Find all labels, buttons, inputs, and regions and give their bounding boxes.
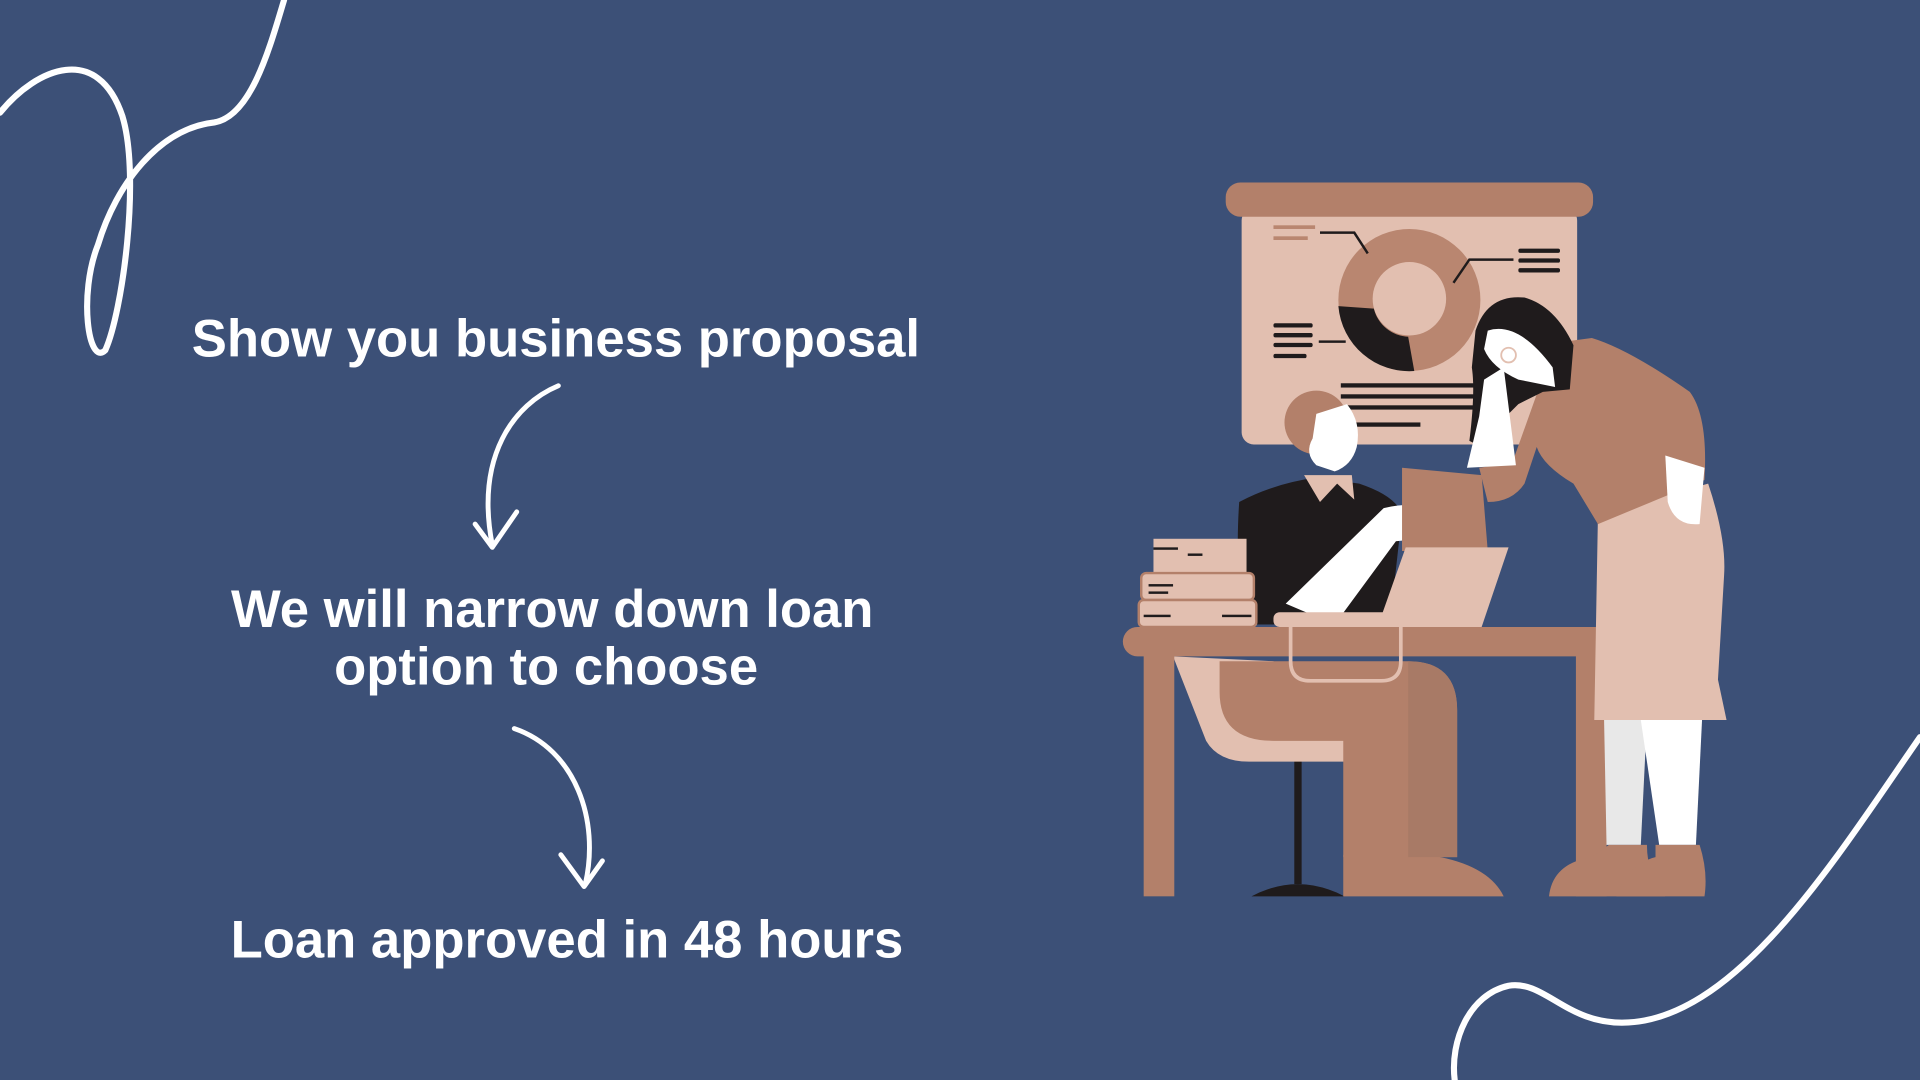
laptop — [1273, 547, 1509, 627]
book-stack — [1137, 538, 1258, 629]
arrow-down-icon — [511, 726, 605, 889]
decorative-swirl-top-left — [0, 0, 288, 356]
presentation-board — [1225, 182, 1594, 445]
step-2-text-line2: option to choose — [334, 637, 758, 696]
arrow-down-icon — [472, 383, 561, 550]
decorative-swirl-bottom-right — [1450, 734, 1920, 1080]
seated-man — [1219, 390, 1504, 897]
standing-woman — [1466, 297, 1727, 897]
step-3-text: Loan approved in 48 hours — [231, 911, 904, 970]
desk — [1122, 626, 1628, 897]
step-1-text: Show you business proposal — [192, 309, 920, 368]
step-2-text-line1: We will narrow down loan — [231, 580, 873, 639]
business-meeting-illustration — [1122, 182, 1727, 897]
